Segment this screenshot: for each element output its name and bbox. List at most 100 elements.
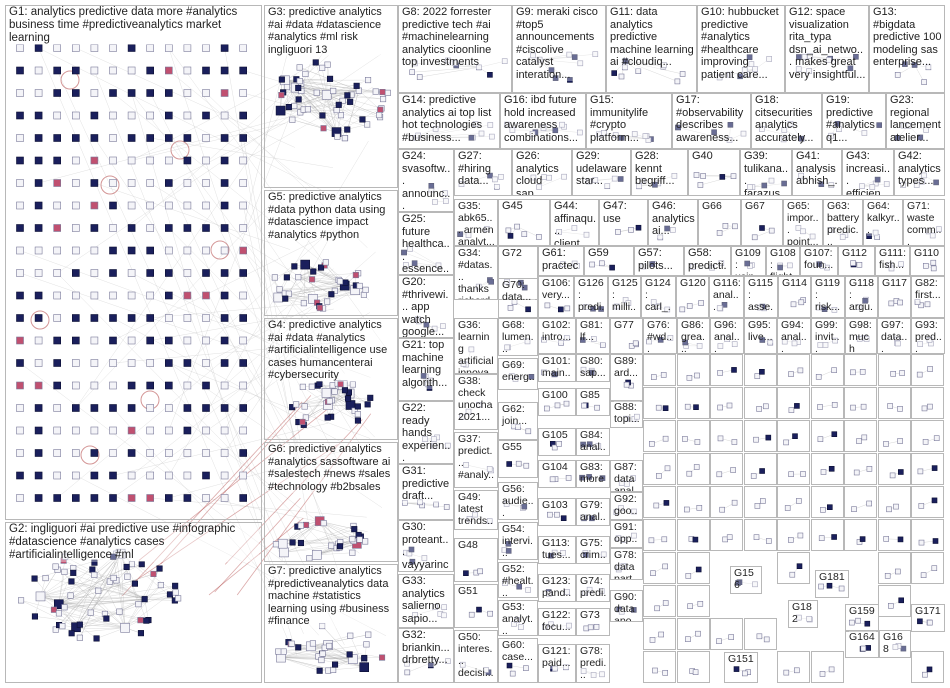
group-label: G35: abk65... armen analyt... (458, 200, 495, 246)
group-panel-mini (777, 486, 810, 518)
group-label: G69: energ... (502, 359, 535, 390)
group-panel: G27: #hiring data... (454, 149, 512, 196)
group-label: G74: predi... (580, 575, 607, 602)
group-label: G29: udelaware star... (576, 150, 628, 188)
group-label: G20: #thrivewi... app watch google... (402, 276, 451, 338)
group-panel-mini (911, 519, 944, 551)
group-panel-mini (677, 420, 710, 452)
group-panel: G55 (498, 440, 538, 478)
group-label: G18: citsecurities analytics accurately.… (755, 94, 819, 144)
group-label: G151 (728, 653, 755, 665)
group-panel-mini (710, 618, 743, 650)
group-label: G14: predictive analytics ai top list ho… (402, 94, 497, 144)
group-panel: G62: join... (498, 402, 538, 440)
group-label: G77 (614, 319, 640, 331)
group-panel: G100 (538, 388, 576, 416)
group-panel-mini (811, 453, 844, 485)
group-panel-mini (744, 387, 777, 419)
group-panel: G11: data analytics predictive machine l… (606, 5, 697, 93)
group-panel: G44: affinaqu... client... (550, 199, 599, 246)
group-panel-mini (777, 453, 810, 485)
group-panel: G5: predictive analytics #data python da… (264, 190, 398, 316)
group-panel: G181 (815, 570, 849, 598)
group-panel-mini (878, 585, 911, 617)
group-panel: G29: udelaware star... (572, 149, 631, 196)
group-label: G75: crim... (580, 537, 607, 564)
group-panel-mini (911, 552, 944, 584)
group-panel: G96: anal... (710, 318, 744, 354)
group-panel: G124: carl_... (641, 276, 676, 318)
group-panel: G15: immunitylife #crypto platform... (586, 93, 672, 149)
group-panel-mini (677, 552, 710, 584)
group-panel-mini (777, 552, 810, 584)
group-label: G63: battery predic... (827, 200, 860, 246)
group-panel: G102: intro... (538, 318, 576, 354)
group-label: G122: focu... (542, 609, 573, 633)
group-panel: G63: battery predic... (823, 199, 863, 246)
group-panel-mini (878, 486, 911, 518)
group-label: G116: anal... (713, 277, 741, 313)
group-panel: G92: goo... (610, 492, 643, 520)
group-panel: G89: ard... (610, 354, 643, 402)
group-label: G87: data anal... (614, 461, 640, 492)
group-panel: G6: predictive analytics #analytics sass… (264, 442, 398, 562)
group-label: G110 (914, 247, 942, 259)
group-label: G48 (458, 539, 495, 551)
group-panel: G117 (878, 276, 911, 318)
group-panel-mini (844, 354, 877, 386)
group-panel-mini (878, 354, 911, 386)
group-label: G100 (542, 389, 573, 401)
group-label: G66 (702, 200, 738, 212)
group-panel: G113: tues... (538, 536, 576, 564)
group-panel: G120 (676, 276, 709, 318)
group-panel-mini (677, 585, 710, 617)
group-label: G124: carl_... (645, 277, 673, 318)
group-label: G33: analytics salierno sapio... (402, 575, 451, 625)
group-label: G126: predi... (578, 277, 605, 318)
group-panel: G77 (610, 318, 643, 354)
group-label: G30: proteant... vayyarinc imaging... (402, 521, 451, 572)
group-label: G28: kennt begriff... (635, 150, 685, 188)
group-panel: G82: first... (911, 276, 945, 318)
group-panel: G156 (730, 566, 762, 594)
group-label: G181 (819, 571, 846, 583)
group-panel-mini (677, 354, 710, 386)
group-panel: G95: live... (744, 318, 777, 354)
group-label: G94: anal... (781, 319, 808, 354)
group-panel: G28: kennt begriff... (631, 149, 688, 196)
group-panel-mini (643, 618, 676, 650)
group-panel: G16: ibd future hold increased awareness… (500, 93, 586, 149)
group-panel: G159 (845, 604, 879, 632)
group-label: G80: sap... (580, 355, 607, 379)
group-panel: G38: check unocha 2021... (454, 374, 498, 430)
group-panel-mini (878, 387, 911, 419)
group-panel: G35: abk65... armen analyt... (454, 199, 498, 246)
group-label: G85 (580, 389, 607, 401)
group-label: G22: ready hands experien... (402, 402, 451, 464)
group-panel: G9: meraki cisco #top5 announcements #ci… (512, 5, 606, 93)
group-panel: G39: tulikana... farazus... (740, 149, 792, 196)
group-panel: G121: paid... (538, 644, 576, 683)
group-panel-mini (643, 486, 676, 518)
group-panel: G90: data apo... (610, 590, 643, 622)
group-panel: G116: anal... (709, 276, 744, 318)
group-panel-mini (677, 486, 710, 518)
group-label: G21: top machine learning algorith... (402, 339, 451, 389)
group-panel-mini (677, 387, 710, 419)
group-label: G114 (782, 277, 808, 289)
group-panel: G25: future healthca... essence... (398, 212, 454, 275)
group-panel-mini (710, 519, 743, 551)
group-label: G107: foun... (804, 247, 835, 271)
group-panel: G1: analytics predictive data more #anal… (5, 5, 262, 520)
group-label: G68: lumen... (502, 319, 535, 355)
group-panel: G79: anal... (576, 498, 610, 526)
group-label: G6: predictive analytics #analytics sass… (268, 443, 395, 493)
group-panel-mini (911, 453, 944, 485)
group-panel-mini (677, 618, 710, 650)
group-label: G38: check unocha 2021... (458, 375, 495, 423)
group-label: G108: flight... (770, 247, 797, 276)
group-panel: G67 (741, 199, 783, 246)
group-panel-mini (677, 453, 710, 485)
group-panel-mini (710, 420, 743, 452)
group-panel: G57: pilots... (634, 246, 684, 276)
